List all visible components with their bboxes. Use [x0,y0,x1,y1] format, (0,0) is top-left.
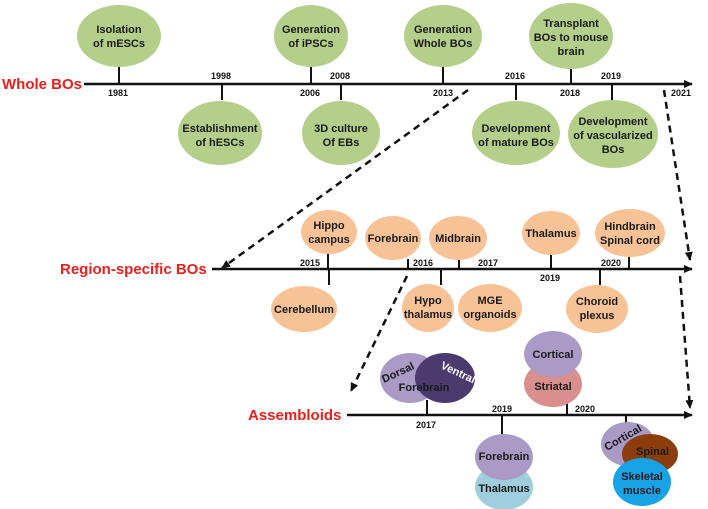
svg-text:organoids: organoids [463,309,516,321]
year-2019-assembloids: 2019 [492,404,512,414]
svg-text:plexus: plexus [580,310,615,322]
region-bos-label: Region-specific BOs [60,261,207,278]
svg-text:Hippo: Hippo [313,220,344,232]
svg-text:of iPSCs: of iPSCs [288,38,333,50]
svg-text:Cerebellum: Cerebellum [274,304,334,316]
svg-text:BOs: BOs [602,144,625,156]
assembloids-row: Assembloids 2017 2019 2020 Dorsal Ventra… [248,331,693,509]
event-dorsal-ventral-forebrain: Dorsal Ventral Forebrain [380,353,477,403]
event-transplant-bos-mouse: Transplant BOs to mouse brain [529,3,613,69]
year-2020-region: 2020 [601,258,621,268]
svg-text:Of EBs: Of EBs [323,137,360,149]
year-2017-region: 2017 [478,258,498,268]
svg-text:Spinal cord: Spinal cord [600,235,660,247]
year-2013: 2013 [433,88,453,98]
event-3d-culture-ebs: 3D culture Of EBs [302,101,380,165]
svg-text:Hypo: Hypo [414,295,442,307]
event-cerebellum: Cerebellum [271,286,337,332]
event-hindbrain-spinal-cord: Hindbrain Spinal cord [595,209,665,257]
svg-text:Hindbrain: Hindbrain [604,221,656,233]
event-generation-whole-bos: Generation Whole BOs [404,5,482,67]
year-2020-assembloids: 2020 [575,404,595,414]
event-development-mature-bos: Development of mature BOs [472,101,560,165]
svg-text:Transplant: Transplant [543,18,599,30]
svg-text:brain: brain [558,46,585,58]
assembloids-label: Assembloids [248,407,341,424]
skeletal-label: Skeletal [621,471,663,483]
svg-text:of vascularized: of vascularized [573,130,652,142]
svg-text:Establishment: Establishment [182,123,258,135]
event-hypothalamus: Hypo thalamus [402,284,454,332]
svg-text:Forebrain: Forebrain [368,233,419,245]
whole-bos-ticks [118,66,613,100]
connector-region-to-assembloids-left [349,275,409,392]
svg-text:campus: campus [308,234,350,246]
svg-text:Midbrain: Midbrain [435,233,481,245]
event-thalamus: Thalamus [522,211,580,255]
year-2015: 2015 [300,258,320,268]
year-2008: 2008 [330,71,350,81]
spinal-label: Spinal [636,446,669,458]
svg-text:Development: Development [578,116,647,128]
year-2021: 2021 [671,88,691,98]
svg-text:BOs to mouse: BOs to mouse [534,32,609,44]
svg-text:Isolation: Isolation [96,24,142,36]
svg-text:Whole BOs: Whole BOs [414,38,473,50]
svg-text:Generation: Generation [414,24,472,36]
connector-whole-to-region-right [662,89,693,261]
year-2019-region: 2019 [540,273,560,283]
svg-text:Development: Development [481,123,550,135]
event-midbrain: Midbrain [429,216,487,260]
event-cortical-spinal-muscle: Cortical Spinal Skeletal muscle [601,422,678,506]
year-2016-region: 2016 [413,258,433,268]
cortical-top-label: Cortical [533,349,574,361]
year-2006: 2006 [300,88,320,98]
year-1998: 1998 [211,71,231,81]
muscle-label: muscle [623,485,661,497]
whole-bos-row: Whole BOs 1981 1998 2006 2008 2013 2016 … [2,3,693,168]
svg-text:of mature BOs: of mature BOs [478,137,554,149]
year-2019-whole: 2019 [601,71,621,81]
forebrain-pair-label: Forebrain [399,382,450,394]
svg-text:Thalamus: Thalamus [525,228,576,240]
event-forebrain-thalamus: Forebrain Thalamus [475,434,533,509]
event-hippocampus: Hippo campus [301,210,357,254]
svg-text:of mESCs: of mESCs [93,38,145,50]
event-cortical-striatal: Cortical Striatal [524,331,582,407]
year-2017-assembloids: 2017 [416,420,436,430]
whole-bos-label: Whole BOs [2,76,82,93]
event-generation-ipscs: Generation of iPSCs [274,5,348,67]
thalamus-low-label: Thalamus [478,483,529,495]
svg-text:Choroid: Choroid [576,296,618,308]
event-establishment-hescs: Establishment of hESCs [178,101,262,165]
event-forebrain: Forebrain [365,216,421,260]
svg-text:3D culture: 3D culture [314,123,368,135]
svg-text:thalamus: thalamus [404,309,452,321]
year-2018: 2018 [560,88,580,98]
svg-text:MGE: MGE [477,295,502,307]
region-bos-row: Region-specific BOs 2015 2016 2017 2019 … [60,209,693,333]
svg-text:Generation: Generation [282,24,340,36]
connector-region-to-assembloids-right [678,275,694,409]
assembloids-ticks [426,400,627,435]
connector-whole-to-region-left [221,88,469,270]
event-development-vascularized-bos: Development of vascularized BOs [568,100,658,168]
svg-text:of hESCs: of hESCs [196,137,245,149]
event-mge-organoids: MGE organoids [458,284,522,332]
event-choroid-plexus: Choroid plexus [566,285,628,333]
event-isolation-mescs: Isolation of mESCs [77,5,161,67]
forebrain-low-label: Forebrain [479,451,530,463]
year-2016-whole: 2016 [505,71,525,81]
striatal-label: Striatal [534,381,571,393]
year-1981: 1981 [108,88,128,98]
